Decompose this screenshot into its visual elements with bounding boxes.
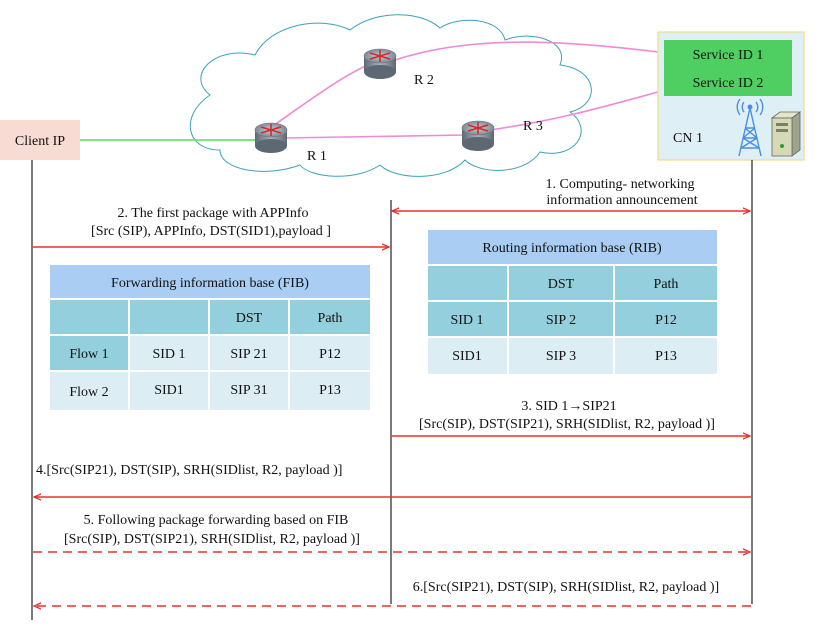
fib-row-1-path: P12 xyxy=(319,347,341,362)
rib-row-1-cell xyxy=(428,302,507,336)
client-label: Client IP xyxy=(15,134,65,149)
fib-row-2-path: P13 xyxy=(319,383,341,398)
service-id-2-label: Service ID 2 xyxy=(693,76,764,91)
fib-row-1-cell xyxy=(50,336,128,370)
router-r1-icon xyxy=(254,122,288,153)
fib-row-1-cell xyxy=(210,336,288,370)
rib-row-2-path: P13 xyxy=(655,349,677,364)
fib-row-1-cell xyxy=(130,336,208,370)
rib-header-path: Path xyxy=(654,277,679,292)
fib-row-1-sid: SID 1 xyxy=(152,347,185,362)
rib-title: Routing information base (RIB) xyxy=(482,241,662,256)
fib-title: Forwarding information base (FIB) xyxy=(111,276,309,291)
link-r3-cn xyxy=(489,91,659,131)
fib-header-path: Path xyxy=(318,311,343,326)
message-4-label: 4.[Src(SIP21), DST(SIP), SRH(SIDlist, R2… xyxy=(36,463,342,478)
service-id-2-box xyxy=(664,68,792,96)
fib-row-2-cell xyxy=(50,372,128,410)
fib-row-2-cell xyxy=(210,372,288,410)
network-cloud xyxy=(189,14,592,177)
message-2-line-2: [Src (SIP), APPInfo, DST(SID1),payload ] xyxy=(91,224,331,239)
service-id-1-box xyxy=(664,40,792,68)
rib-header-cell xyxy=(615,266,717,300)
message-2-line-1: 2. The first package with APPInfo xyxy=(117,206,308,221)
rib-row-2-dst: SIP 3 xyxy=(546,349,576,364)
router-r2-label: R 2 xyxy=(414,73,434,88)
message-3-line-2: [Src(SIP), DST(SIP21), SRH(SIDlist, R2, … xyxy=(419,417,715,432)
fib-row-2-sid: SID1 xyxy=(154,383,184,398)
rib-row-1-sid: SID 1 xyxy=(450,313,483,328)
rib-row-2-sid: SID1 xyxy=(452,349,482,364)
fib-row-1-dst: SIP 21 xyxy=(230,347,267,362)
antenna-icon xyxy=(736,98,764,157)
rib-header-cell xyxy=(509,266,613,300)
fib-row-1-flow: Flow 1 xyxy=(69,347,108,362)
rib-row-1-path: P12 xyxy=(655,313,677,328)
link-r1-r3 xyxy=(284,134,466,139)
rib-row-1-cell xyxy=(615,302,717,336)
rib-row-2-cell xyxy=(428,338,507,374)
link-r1-r2 xyxy=(269,59,381,129)
rib-table: Routing information base (RIB) DST Path … xyxy=(428,230,717,374)
router-r2-icon xyxy=(363,48,397,79)
fib-header-dst: DST xyxy=(236,311,263,326)
message-5-line-1: 5. Following package forwarding based on… xyxy=(84,513,349,528)
rib-row-1-dst: SIP 2 xyxy=(546,313,576,328)
rib-header-cell xyxy=(428,266,507,300)
router-r3-icon xyxy=(461,120,495,151)
rib-row-2-cell xyxy=(509,338,613,374)
link-r2-service xyxy=(394,41,659,61)
server-icon xyxy=(770,111,802,157)
message-1-line-2: information announcement xyxy=(546,193,697,208)
cn-label: CN 1 xyxy=(673,131,703,146)
fib-header-cell xyxy=(130,300,208,334)
fib-row-2-dst: SIP 31 xyxy=(230,383,267,398)
fib-row-2-flow: Flow 2 xyxy=(69,385,108,400)
fib-header-cell xyxy=(50,300,128,334)
rib-row-1-cell xyxy=(509,302,613,336)
service-id-1-label: Service ID 1 xyxy=(693,48,764,63)
fib-table: Forwarding information base (FIB) DST Pa… xyxy=(50,265,370,410)
fib-row-2-cell xyxy=(290,372,370,410)
fib-header-cell xyxy=(210,300,288,334)
rib-row-2-cell xyxy=(615,338,717,374)
fib-row-2-cell xyxy=(130,372,208,410)
rib-title-cell xyxy=(428,230,717,264)
router-r1-label: R 1 xyxy=(307,149,327,164)
router-r3-label: R 3 xyxy=(523,119,543,134)
fib-title-cell xyxy=(50,265,370,298)
message-3-line-1: 3. SID 1→SIP21 xyxy=(521,399,616,414)
client-box xyxy=(0,120,80,160)
message-5-line-2: [Src(SIP), DST(SIP21), SRH(SIDlist, R2, … xyxy=(64,532,360,547)
fib-row-1-cell xyxy=(290,336,370,370)
message-6-label: 6.[Src(SIP21), DST(SIP), SRH(SIDlist, R2… xyxy=(413,580,719,595)
rib-header-dst: DST xyxy=(548,277,575,292)
fib-header-cell xyxy=(290,300,370,334)
message-1-line-1: 1. Computing- networking xyxy=(546,177,695,192)
